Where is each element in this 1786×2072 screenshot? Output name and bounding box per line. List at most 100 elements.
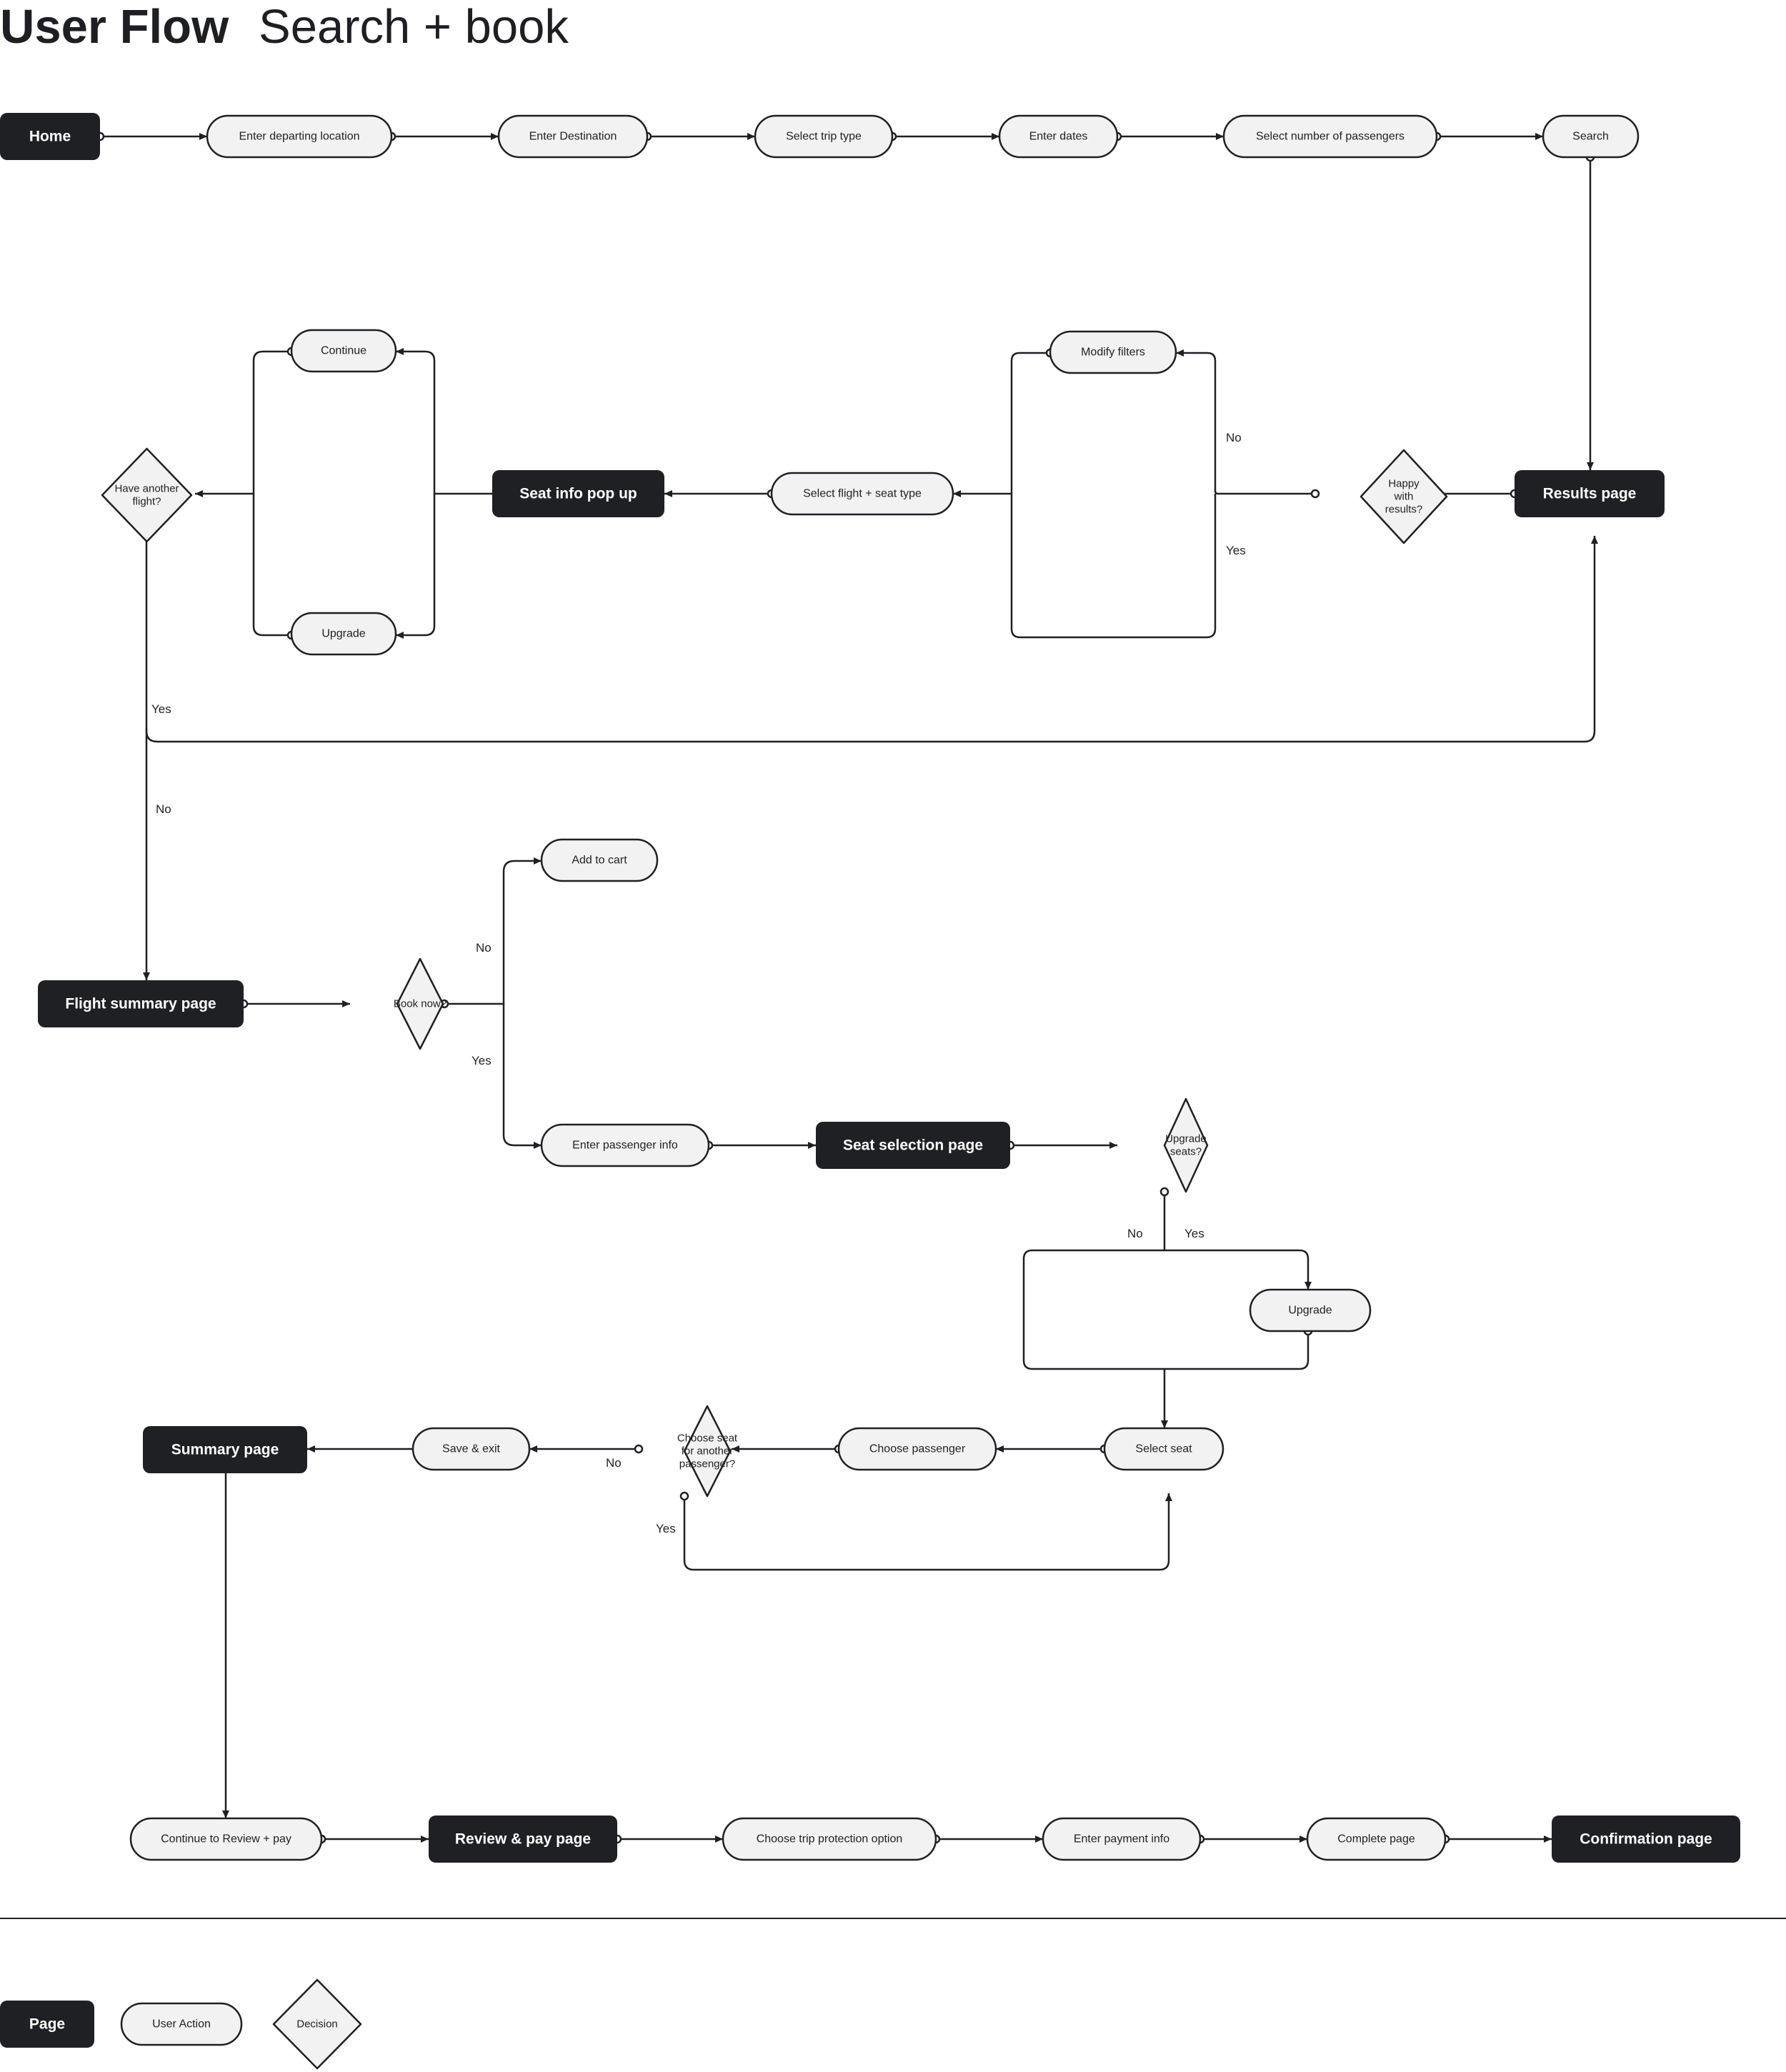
legend-page-label: Page [29,2016,65,2033]
node-complete: Complete page [1306,1817,1447,1861]
legend: Page User Action Decision [0,1978,362,2070]
node-contreview-label: Continue to Review + pay [161,1833,291,1846]
port-chooseseat-no-to-saveexit-0 [634,1444,644,1454]
node-reviewpay-label: Review & pay page [455,1831,591,1848]
legend-page-swatch: Page [0,2001,94,2048]
edge-label-yes-another: Yes [151,702,171,716]
legend-decision-label: Decision [296,2018,338,2031]
edge-label-no-modify: No [1226,431,1242,444]
node-flightsum: Flight summary page [38,980,244,1027]
node-reviewpay: Review & pay page [429,1816,617,1863]
node-modify-label: Modify filters [1081,347,1145,359]
node-dates: Enter dates [998,114,1119,159]
node-selseat-label: Select seat [1135,1443,1192,1455]
node-selflight: Select flight + seat type [770,472,954,516]
edge-label-no-chooseseat: No [606,1456,622,1470]
node-seatsel: Seat selection page [816,1122,1010,1169]
edge-chooseseat-yes-loop [683,1493,1172,1571]
node-booknow-label: Book now? [394,998,446,1010]
node-dest: Enter Destination [497,114,649,159]
node-dest-label: Enter Destination [529,131,617,143]
edge-happy-to-branches [1176,349,1315,495]
node-search: Search [1542,114,1640,159]
diagram-subtitle: Search + book [259,0,569,54]
node-cart: Add to cart [540,838,659,882]
node-choosepass-label: Choose passenger [869,1443,966,1455]
node-confirm-label: Confirmation page [1580,1831,1712,1848]
edge-label-no-another: No [156,802,171,816]
edge-label-no-book: No [476,941,492,955]
node-home: Home [0,113,100,160]
node-cart-label: Add to cart [572,855,627,867]
node-saveexit: Save & exit [411,1427,531,1471]
node-contreview: Continue to Review + pay [129,1817,323,1861]
node-dep-label: Enter departing location [239,131,360,143]
node-dep: Enter departing location [206,114,393,159]
node-payment-label: Enter payment info [1074,1833,1169,1846]
node-results: Results page [1515,470,1665,517]
edge-choices-to-another [252,350,291,637]
node-protect-label: Choose trip protection option [757,1833,903,1846]
node-seatsel-label: Seat selection page [843,1137,983,1154]
edge-label-yes-book: Yes [472,1054,492,1067]
node-upgrade1: Upgrade [290,612,397,656]
edge-seatinfo-to-choices [396,348,492,495]
node-trip: Select trip type [754,114,894,159]
node-modify: Modify filters [1049,330,1177,374]
port-happy-to-branches-0 [1310,489,1320,499]
node-dates-label: Enter dates [1029,131,1088,143]
edge-label-yes-chooseseat: Yes [656,1522,676,1535]
edge-booknow-to-passinfo [502,1004,542,1149]
node-seatinfo: Seat info pop up [492,470,664,517]
legend-action-swatch: User Action [120,2002,243,2046]
node-payment: Enter payment info [1042,1817,1202,1861]
node-upgrade2: Upgrade [1249,1288,1372,1333]
node-summary: Summary page [143,1426,307,1473]
connectors [95,131,1598,1844]
flow-nodes: Home Enter departing location Enter Destin… [0,113,1740,1863]
node-flightsum-label: Flight summary page [65,996,216,1012]
port-upgseats-branch-0 [1159,1187,1169,1197]
node-upgrade1-label: Upgrade [321,628,365,640]
node-summary-label: Summary page [171,1442,279,1458]
node-passinfo-label: Enter passenger info [572,1140,678,1152]
edge-label-yes-upgrade: Yes [1184,1227,1204,1240]
node-selseat: Select seat [1103,1427,1224,1471]
node-seatinfo-label: Seat info pop up [519,486,637,502]
node-protect: Choose trip protection option [722,1817,937,1861]
node-search-label: Search [1572,131,1609,143]
edge-upgseats-no-loop [1022,1249,1309,1370]
legend-decision-swatch: Decision [272,1978,362,2070]
edge-upgseats-branch [1163,1192,1312,1290]
edge-booknow-to-cart [444,857,542,1005]
node-home-label: Home [29,129,71,145]
port-chooseseat-yes-loop-0 [679,1491,689,1501]
node-saveexit-label: Save & exit [442,1443,500,1455]
node-booknow: Book now? [394,957,446,1050]
edge-label-no-upgrade: No [1127,1227,1143,1240]
node-confirm: Confirmation page [1552,1816,1740,1863]
node-pax: Select number of passengers [1222,114,1438,159]
node-choosepass: Choose passenger [837,1427,997,1471]
node-upgrade2-label: Upgrade [1288,1305,1332,1317]
edge-happy-yes-loop [1010,352,1217,639]
edge-label-yes-select: Yes [1226,544,1246,557]
node-continue-label: Continue [321,345,366,357]
legend-action-label: User Action [152,2018,211,2031]
edge-seatinfo-to-upgrade [396,494,436,639]
node-pax-label: Select number of passengers [1256,131,1405,143]
node-continue: Continue [290,329,397,373]
node-selflight-label: Select flight + seat type [803,488,922,500]
node-passinfo: Enter passenger info [540,1123,710,1167]
node-results-label: Results page [1543,486,1637,502]
